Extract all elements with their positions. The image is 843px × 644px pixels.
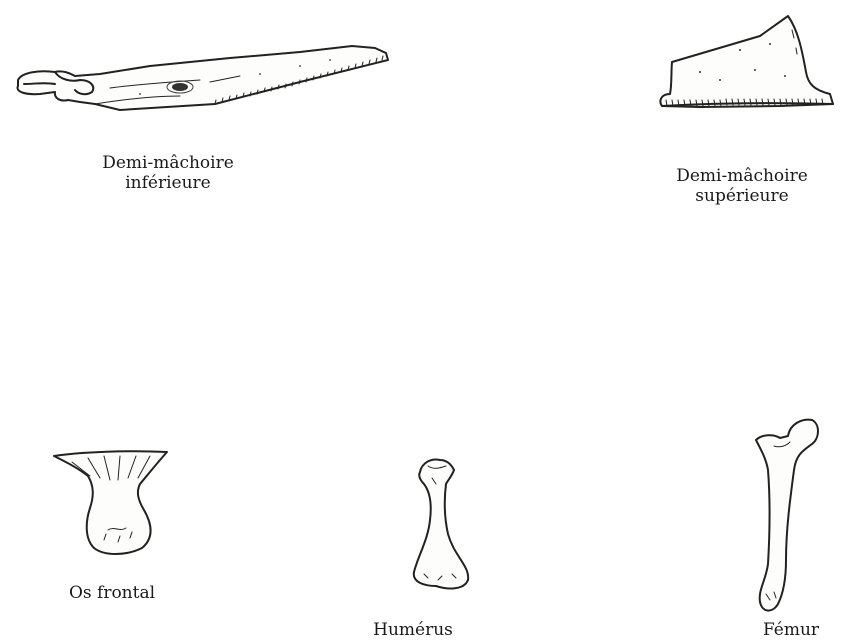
femur-caption-label: Fémur	[763, 620, 819, 640]
femur-caption: Fémur	[763, 620, 819, 640]
